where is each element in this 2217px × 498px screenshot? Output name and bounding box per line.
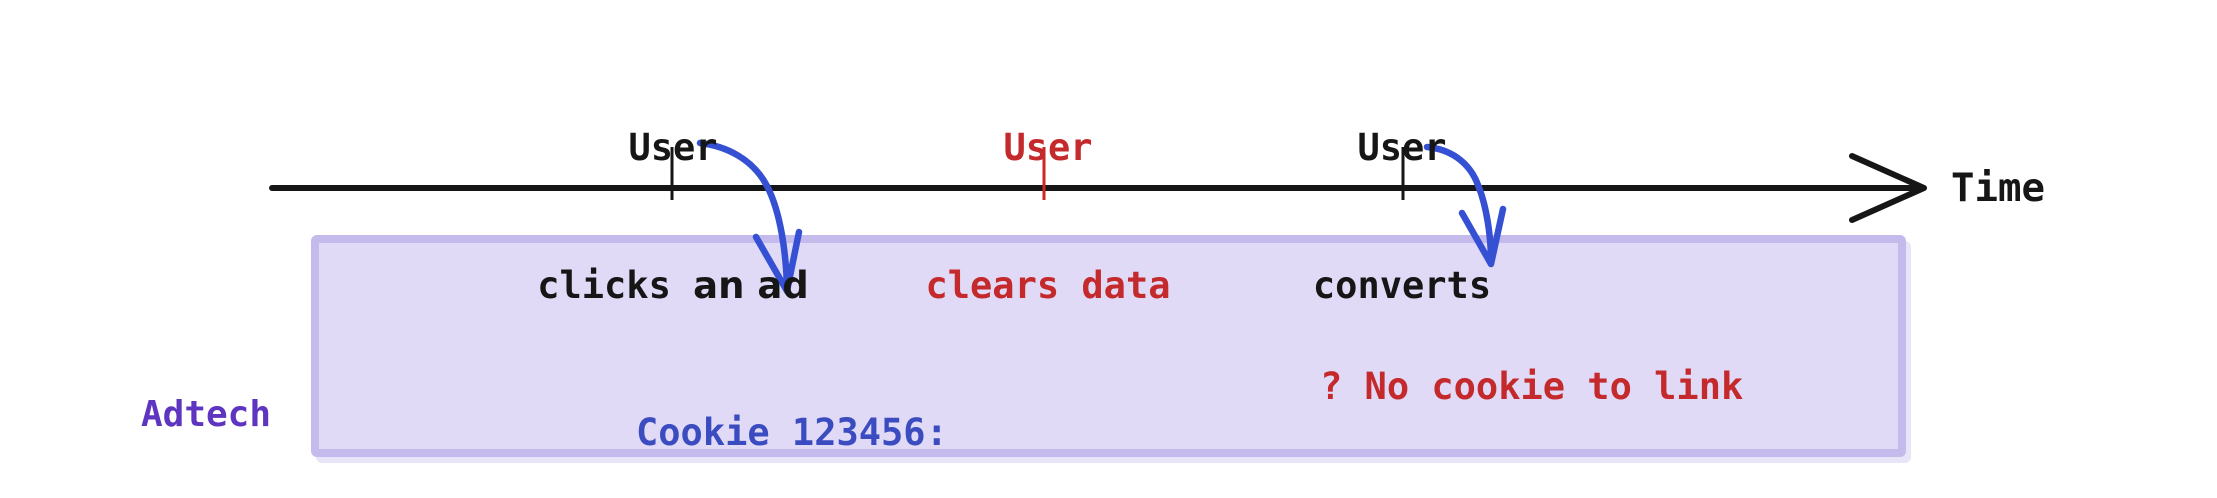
event-label-line: User xyxy=(628,126,718,169)
arrow-convert-to-server-icon xyxy=(1423,143,1507,268)
adtech-server-label: Adtech server xyxy=(140,394,272,435)
no-conversion-note: ? No cookie to link this conversion to ⇒… xyxy=(1320,365,1744,408)
axis-label-time: Time xyxy=(1951,166,2045,211)
event-label-line: User xyxy=(1003,126,1093,169)
event-label-line: User xyxy=(1357,126,1447,169)
event-label-clear-data: User clears data xyxy=(925,33,1170,401)
event-label-convert: User converts xyxy=(1313,33,1491,401)
axis-arrowhead-icon xyxy=(1849,153,1927,223)
event-label-line: clicks an ad xyxy=(537,264,809,307)
arrow-click-to-cookie-icon xyxy=(696,139,803,295)
time-axis xyxy=(269,153,1927,223)
event-label-line: clears data xyxy=(925,264,1171,307)
adtech-server-box xyxy=(311,235,1906,457)
cookie-logged-note: Cookie 123456: Ad clicked xyxy=(636,411,948,454)
event-label-line: converts xyxy=(1312,264,1492,307)
event-label-ad-click: User clicks an ad xyxy=(537,33,809,401)
